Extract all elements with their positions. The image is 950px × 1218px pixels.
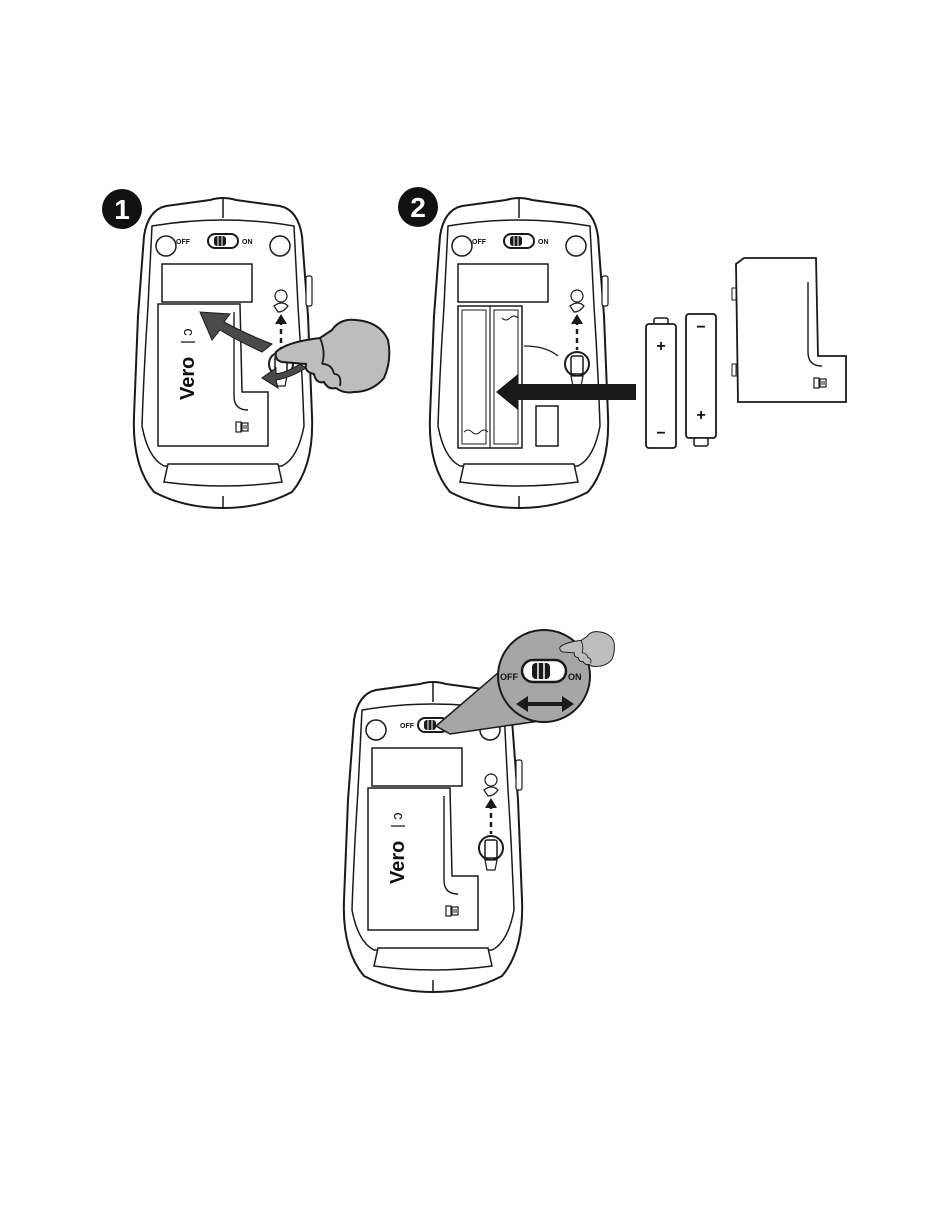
switch-zoom-callout: OFF ON [436,630,614,734]
off-label: OFF [176,239,191,246]
zoom-on-label: ON [568,672,582,682]
battery-1-top-sign: + [656,338,665,355]
step-1-badge: 1 [102,189,142,229]
battery-1-bottom-sign: − [656,425,665,442]
battery-2-bottom-sign: + [696,407,705,424]
battery-icon: + − [646,318,676,448]
battery-2-top-sign: − [696,319,705,336]
on-label: ON [538,239,549,246]
mouse-bottom-icon: Vero | ↄ OFF ON [344,682,522,992]
on-label: ON [242,239,253,246]
brand-logo: Vero [177,357,199,400]
zoom-off-label: OFF [500,672,518,682]
cover-icon [732,258,846,402]
step-2: 2 OFF ON + − − + [398,187,846,508]
step-2-badge: 2 [398,187,438,227]
battery-icon: − + [686,314,716,446]
brand-logo: Vero [387,841,409,884]
step-3: Vero | ↄ OFF ON OFF ON [344,630,615,992]
step-2-number: 2 [410,192,426,223]
mouse-bottom-icon: OFF ON [430,198,608,508]
brand-mark-icon: | ↄ [179,328,196,344]
off-label: OFF [400,723,415,730]
brand-mark-icon: | ↄ [389,812,406,828]
step-1: 1 Vero | ↄ OFF ON [102,189,389,508]
off-label: OFF [472,239,487,246]
step-1-number: 1 [114,194,130,225]
